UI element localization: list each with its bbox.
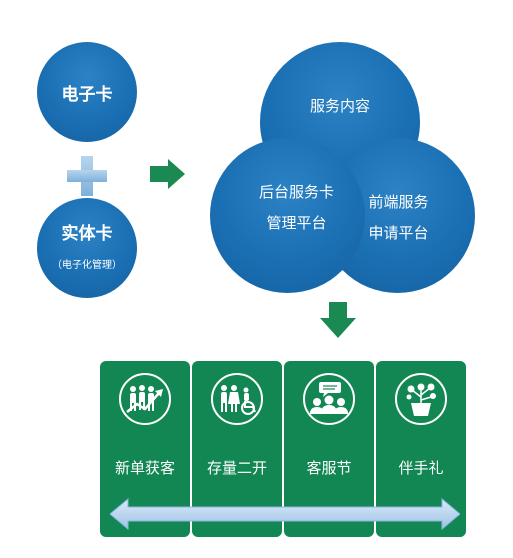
arrow-right-icon bbox=[150, 159, 185, 189]
electronic-card-label: 电子卡 bbox=[61, 84, 113, 105]
double-arrow-bar bbox=[110, 497, 460, 531]
frontend-platform-line2: 申请平台 bbox=[368, 223, 429, 242]
card-label: 新单获客 bbox=[114, 459, 175, 477]
backend-platform-line1: 后台服务卡 bbox=[258, 182, 334, 201]
frontend-platform-line1: 前端服务 bbox=[368, 192, 429, 211]
physical-card-note: （电子化管理） bbox=[52, 260, 122, 271]
service-content-label: 服务内容 bbox=[309, 96, 370, 115]
plus-icon bbox=[67, 156, 107, 196]
physical-card-label: 实体卡 bbox=[61, 224, 113, 244]
electronic-card-circle: 电子卡 bbox=[37, 42, 137, 142]
card-label: 存量二开 bbox=[206, 459, 267, 477]
backend-platform-line2: 管理平台 bbox=[266, 213, 327, 232]
growth-people-icon bbox=[119, 373, 171, 425]
venn-backend-platform: 后台服务卡 管理平台 bbox=[210, 138, 365, 293]
card-label: 客服节 bbox=[306, 459, 352, 477]
potted-plant-icon bbox=[395, 373, 447, 425]
arrow-down-icon bbox=[320, 302, 356, 338]
physical-card-circle: 实体卡 （电子化管理） bbox=[37, 198, 137, 298]
audience-icon bbox=[303, 373, 355, 425]
card-label: 伴手礼 bbox=[398, 459, 444, 477]
family-icon bbox=[211, 373, 263, 425]
